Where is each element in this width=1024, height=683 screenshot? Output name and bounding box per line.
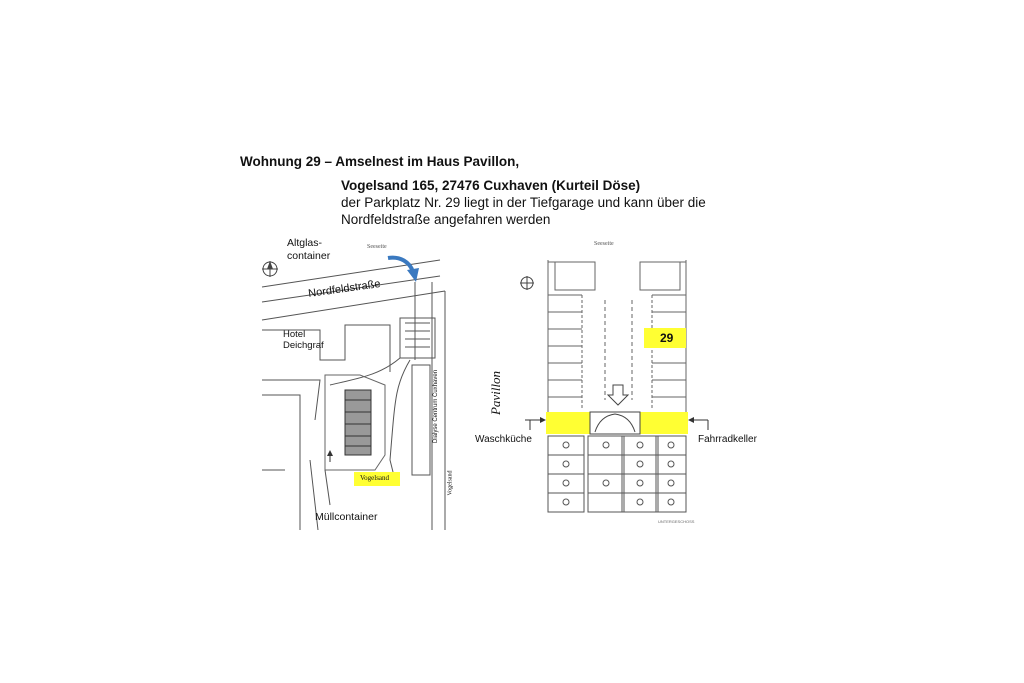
parking-spot-29-label: 29 (660, 331, 674, 345)
hotel-label-1: Hotel (283, 329, 306, 340)
waschkueche-label: Waschküche (475, 434, 532, 445)
north-compass-icon (262, 261, 278, 277)
parking-info-line-1: der Parkplatz Nr. 29 liegt in der Tiefga… (341, 195, 706, 210)
parking-spot-29-highlight (644, 328, 686, 348)
site-map (261, 255, 446, 531)
garage-seeseite-label: Seeseite (594, 241, 614, 247)
site-seeseite-label: Seeseite (367, 244, 387, 250)
vogelsand-side-street-label: Vogelsand (447, 470, 454, 496)
north-compass-icon-2 (520, 276, 534, 290)
vogelsand-street-label: Vogelsand (360, 474, 390, 482)
dialyse-label: Dialyse Centrum Cuxhaven (433, 369, 439, 443)
altglas-label-1: Altglas- (287, 237, 323, 249)
parking-info-line-2: Nordfeldstraße angefahren werden (341, 212, 551, 227)
altglas-label-2: container (287, 250, 331, 262)
garage-plan (520, 260, 709, 513)
address-line: Vogelsand 165, 27476 Cuxhaven (Kurteil D… (341, 178, 641, 193)
muellcontainer-label: Müllcontainer (315, 511, 378, 523)
hotel-label-2: Deichgraf (283, 340, 324, 351)
page-title: Wohnung 29 – Amselnest im Haus Pavillon, (240, 154, 520, 169)
untergeschoss-note: UNTERGESCHOSS (658, 519, 695, 524)
fahrradkeller-label: Fahrradkeller (698, 434, 757, 445)
pavillon-label: Pavillon (488, 370, 504, 416)
